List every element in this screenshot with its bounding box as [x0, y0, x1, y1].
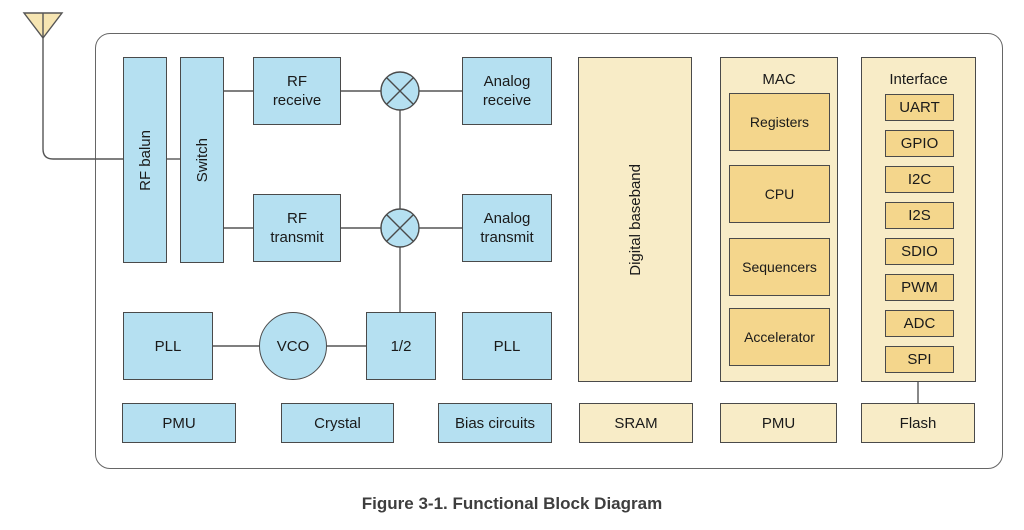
- block-label: PMU: [761, 414, 796, 432]
- block-label: RF transmit: [270, 210, 324, 246]
- block-pwm: PWM: [885, 274, 954, 301]
- block-pll-rf: PLL: [123, 312, 213, 380]
- mixer-receive-icon: [380, 71, 420, 111]
- mixer-transmit-icon: [380, 208, 420, 248]
- block-uart: UART: [885, 94, 954, 121]
- block-label: Crystal: [314, 414, 361, 432]
- block-label: CPU: [764, 185, 795, 202]
- block-label: PWM: [901, 279, 938, 296]
- block-label: UART: [899, 99, 940, 116]
- block-spi: SPI: [885, 346, 954, 373]
- block-label: SRAM: [614, 414, 658, 432]
- block-sdio: SDIO: [885, 238, 954, 265]
- block-crystal: Crystal: [281, 403, 394, 443]
- block-flash: Flash: [861, 403, 975, 443]
- block-i2s: I2S: [885, 202, 954, 229]
- block-label: I2C: [907, 171, 932, 188]
- block-label: Bias circuits: [454, 414, 536, 432]
- block-label: SPI: [907, 351, 932, 368]
- block-label: SDIO: [901, 243, 938, 260]
- block-label: Registers: [749, 113, 810, 130]
- connector-lines: [42, 38, 919, 403]
- block-accelerator: Accelerator: [729, 308, 830, 366]
- block-bias-circuits: Bias circuits: [438, 403, 552, 443]
- interface-title: Interface: [889, 71, 948, 88]
- block-vco: VCO: [259, 312, 327, 380]
- block-label: Digital baseband: [626, 163, 644, 276]
- chip-boundary: [95, 33, 1003, 469]
- block-switch: Switch: [180, 57, 224, 263]
- figure-caption: Figure 3-1. Functional Block Diagram: [361, 494, 663, 513]
- block-gpio: GPIO: [885, 130, 954, 157]
- block-label: Sequencers: [742, 258, 817, 275]
- block-interface: Interface UART GPIO I2C I2S SDIO PWM ADC…: [861, 57, 976, 382]
- block-cpu: CPU: [729, 165, 830, 223]
- mac-title: MAC: [762, 71, 796, 88]
- block-label: ADC: [903, 315, 936, 332]
- block-label: Analog transmit: [480, 210, 534, 246]
- block-pmu-analog: PMU: [122, 403, 236, 443]
- block-label: Switch: [193, 137, 211, 183]
- block-sequencers: Sequencers: [729, 238, 830, 296]
- block-label: Accelerator: [744, 328, 815, 345]
- block-rf-receive: RF receive: [253, 57, 341, 125]
- block-registers: Registers: [729, 93, 830, 151]
- block-label: I2S: [908, 207, 931, 224]
- block-adc: ADC: [885, 310, 954, 337]
- block-mac: MAC Registers CPU Sequencers Accelerator: [720, 57, 838, 382]
- block-label: RF balun: [136, 129, 154, 191]
- block-label: GPIO: [900, 135, 939, 152]
- block-rf-balun: RF balun: [123, 57, 167, 263]
- block-pll-digital: PLL: [462, 312, 552, 380]
- block-pmu-digital: PMU: [720, 403, 837, 443]
- block-label: RF receive: [272, 73, 322, 109]
- block-label: PLL: [493, 337, 521, 355]
- block-label: PMU: [162, 414, 196, 432]
- block-analog-transmit: Analog transmit: [462, 194, 552, 262]
- block-rf-transmit: RF transmit: [253, 194, 341, 262]
- block-divide-by-2: 1/2: [366, 312, 436, 380]
- block-analog-receive: Analog receive: [462, 57, 552, 125]
- antenna-feed-line: [42, 38, 123, 160]
- block-label: PLL: [154, 337, 182, 355]
- block-label: Flash: [899, 414, 937, 432]
- block-i2c: I2C: [885, 166, 954, 193]
- antenna-icon: [22, 12, 64, 40]
- block-label: VCO: [276, 337, 310, 355]
- block-digital-baseband: Digital baseband: [578, 57, 692, 382]
- block-label: 1/2: [390, 337, 412, 355]
- block-label: Analog receive: [482, 73, 532, 109]
- block-sram: SRAM: [579, 403, 693, 443]
